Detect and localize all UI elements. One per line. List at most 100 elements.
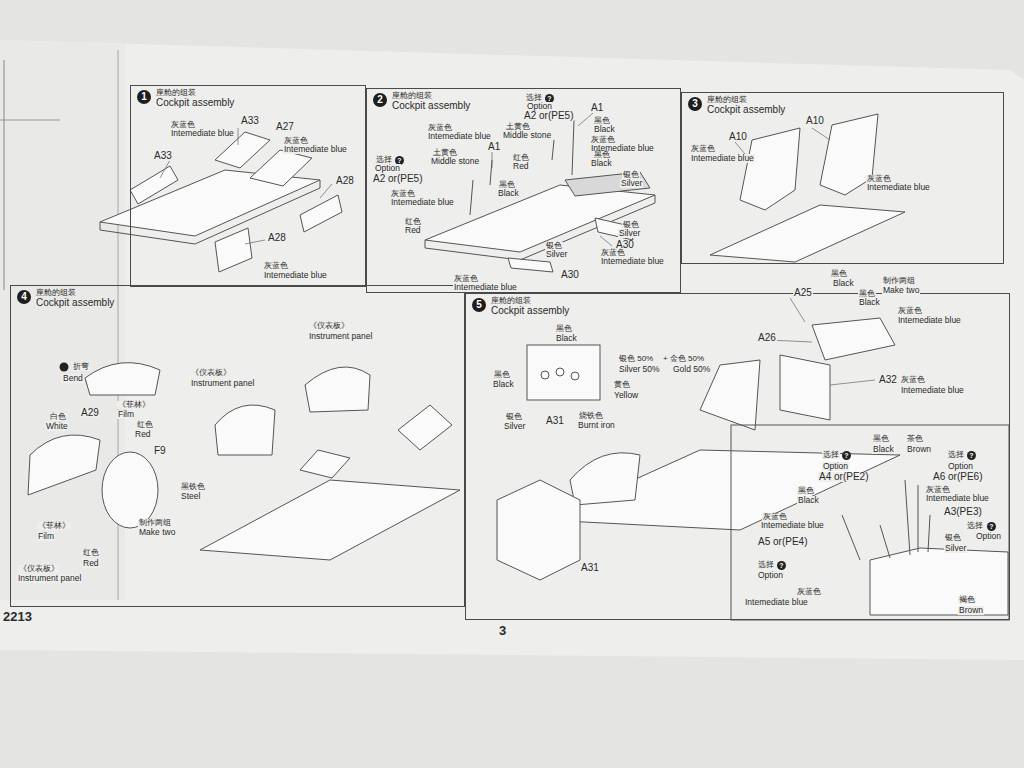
part-number: A33	[153, 151, 173, 161]
color-note: Silver	[944, 544, 967, 553]
step-heading: 座舱的组装	[156, 89, 196, 97]
color-note-cn: 土黄色	[505, 123, 531, 131]
part-number: A10	[805, 116, 825, 126]
color-note-cn: 银色	[545, 242, 563, 250]
color-note: Option	[975, 532, 1002, 541]
color-note-cn: 红色	[404, 218, 422, 226]
part-number: A2 or(PE5)	[372, 174, 423, 184]
color-note-cn: 银色	[622, 221, 640, 229]
color-note-cn: 白色	[49, 413, 67, 421]
color-note-cn: 黄色	[613, 381, 631, 389]
color-note: Black	[858, 298, 881, 307]
part-number: A5 or(PE4)	[757, 537, 808, 547]
color-note-cn: 土黄色	[432, 149, 458, 157]
color-note: Yellow	[613, 391, 639, 400]
color-note-cn: 制作两组	[882, 277, 916, 285]
color-note-cn: 银色	[622, 171, 640, 179]
color-note: Brown	[958, 606, 984, 615]
color-note-cn: 灰蓝色	[453, 275, 479, 283]
step-heading: 座舱的组装	[392, 92, 432, 100]
step-number: 1	[137, 90, 151, 104]
color-note: Gold 50%	[672, 365, 711, 374]
color-note-cn: 灰蓝色	[590, 136, 616, 144]
color-note: Option	[947, 462, 974, 471]
color-note: Middle stone	[502, 131, 552, 140]
color-note: Black	[590, 159, 613, 168]
color-note-cn: 灰蓝色	[283, 137, 309, 145]
color-note-cn: 选择	[525, 94, 543, 102]
color-note-cn: 黑色	[593, 151, 611, 159]
color-note-cn: 黑色	[858, 290, 876, 298]
color-note: Intemediate blue	[263, 271, 328, 280]
color-note-cn: 灰蓝色	[900, 376, 926, 384]
color-note: Intemediate blue	[900, 386, 965, 395]
part-number: A28	[267, 233, 287, 243]
color-note: Intemediate blue	[925, 494, 990, 503]
part-number: A6 or(PE6)	[932, 472, 983, 482]
part-number: A28	[335, 176, 355, 186]
part-number: F9	[153, 446, 167, 456]
step-panel: 5座舱的组装Cockpit assembly	[465, 293, 1010, 620]
color-note-cn: 灰蓝色	[897, 307, 923, 315]
color-note: Intemediate blue	[427, 132, 492, 141]
color-note-cn: 黑色	[797, 487, 815, 495]
color-note: Intemediate blue	[744, 598, 809, 607]
color-note-cn: 黑色	[555, 325, 573, 333]
part-number: A27	[275, 122, 295, 132]
color-note-cn: 灰蓝色	[866, 175, 892, 183]
color-note: Intemediate blue	[453, 283, 518, 292]
color-note: Black	[593, 125, 616, 134]
color-note: Option	[526, 102, 553, 111]
color-note-cn: 《仪表板》	[190, 369, 232, 377]
option-mark: ?	[987, 522, 996, 531]
color-note-cn: 《菲林》	[37, 522, 71, 530]
color-note: Black	[497, 189, 520, 198]
color-note: Silver	[545, 250, 568, 259]
part-number: A1	[590, 103, 604, 113]
color-note-cn: 灰蓝色	[796, 588, 822, 596]
part-number: A33	[240, 116, 260, 126]
color-note-cn: 制作两组	[138, 519, 172, 527]
option-mark: ?	[777, 561, 786, 570]
part-number: A32	[878, 375, 898, 385]
color-note: Black	[555, 334, 578, 343]
color-note-cn: 茶色	[906, 435, 924, 443]
part-number: A31	[545, 416, 565, 426]
part-number: A1	[487, 142, 501, 152]
color-note: Film	[37, 532, 55, 541]
color-note: Black	[492, 380, 515, 389]
color-note-cn: 灰蓝色	[390, 190, 416, 198]
step-number: 4	[17, 290, 31, 304]
color-note-cn: 烧铁色	[578, 412, 604, 420]
option-mark: ?	[967, 451, 976, 460]
color-note-cn: 灰蓝色	[600, 249, 626, 257]
step-number: 5	[472, 298, 486, 312]
part-number: A4 or(PE2)	[818, 472, 869, 482]
color-note-cn: 褐色	[958, 596, 976, 604]
color-note-cn: 灰蓝色	[170, 121, 196, 129]
color-note: Black	[832, 279, 855, 288]
option-mark: ?	[842, 451, 851, 460]
color-note-cn: 黑色	[830, 270, 848, 278]
page-number: 3	[498, 624, 507, 637]
color-note-cn: 黑色	[493, 371, 511, 379]
color-note-cn: 选择	[966, 522, 984, 530]
color-note-cn: 黑色	[872, 435, 890, 443]
step-panel: 4 座舱的组装Cockpit assembly	[10, 285, 465, 607]
step-heading: 座舱的组装	[36, 289, 76, 297]
color-note: Intemediate blue	[866, 183, 931, 192]
color-note-cn: 灰蓝色	[263, 262, 289, 270]
step-heading: Cockpit assembly	[36, 298, 114, 308]
color-note: Intemediate blue	[760, 521, 825, 530]
color-note-cn: 选择	[822, 451, 840, 459]
part-number: A3(PE3)	[943, 507, 983, 517]
color-note: Make two	[138, 528, 176, 537]
color-note: Intemediate blue	[283, 145, 348, 154]
step-heading: Cockpit assembly	[392, 101, 470, 111]
step-panel: 3座舱的组装Cockpit assembly	[681, 92, 1004, 264]
color-note-cn: 选择	[757, 561, 775, 569]
color-note-cn: 银色 50%	[618, 355, 654, 363]
part-number: A26	[757, 333, 777, 343]
color-note-cn: 黑铁色	[180, 483, 206, 491]
